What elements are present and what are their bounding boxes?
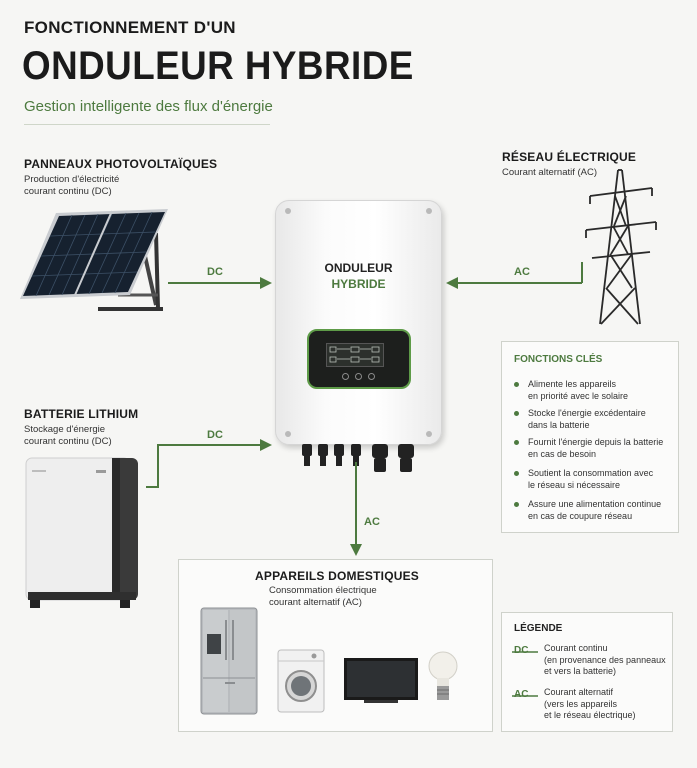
bullet-icon [514, 440, 519, 445]
refrigerator-icon [200, 607, 258, 715]
legend-ac-symbol: AC [512, 689, 538, 700]
appliances-box: APPAREILS DOMESTIQUES Consommation élect… [178, 559, 493, 732]
screw-icon [426, 208, 432, 214]
grid-title: RÉSEAU ÉLECTRIQUE [502, 150, 637, 164]
page-subtitle: Gestion intelligente des flux d'énergie [24, 98, 273, 115]
power-pylon-icon [585, 169, 657, 325]
appliances-desc-2: courant alternatif (AC) [269, 597, 362, 608]
legend-title: LÉGENDE [514, 623, 563, 634]
bullet-icon [514, 502, 519, 507]
battery-desc-1: Stockage d'énergie [24, 424, 106, 435]
grid-desc-1: Courant alternatif (AC) [502, 167, 598, 178]
legend-ac-text: Courant alternatif (vers les appareils e… [544, 687, 636, 720]
appliances-title: APPAREILS DOMESTIQUES [255, 569, 419, 583]
legend-dc-text: Courant continu (en provenance des panne… [544, 643, 666, 676]
solar-panel-icon [20, 209, 168, 311]
solar-desc-2: courant continu (DC) [24, 186, 112, 197]
appliances-desc-1: Consommation électrique [269, 585, 377, 596]
menu-button[interactable] [342, 373, 349, 380]
key-functions-title: FONCTIONS CLÉS [514, 354, 603, 365]
washing-machine-icon [277, 649, 325, 713]
screw-icon [285, 208, 291, 214]
up-button[interactable] [355, 373, 362, 380]
inverter-display [307, 329, 411, 389]
hybrid-inverter: ONDULEUR HYBRIDE [275, 200, 442, 445]
battery-title: BATTERIE LITHIUM [24, 407, 139, 421]
legend-dc-symbol: DC [512, 645, 538, 656]
battery-desc-2: courant continu (DC) [24, 436, 112, 447]
header-kicker: FONCTIONNEMENT D'UN [24, 18, 236, 37]
screw-icon [285, 431, 291, 437]
inverter-sublabel: HYBRIDE [331, 277, 386, 291]
bullet-icon [514, 382, 519, 387]
legend-box: LÉGENDE DC Courant continu (en provenanc… [501, 612, 673, 732]
flow-label-battery: DC [207, 429, 223, 441]
television-icon [344, 658, 418, 703]
bullet-icon [514, 411, 519, 416]
page-title: ONDULEUR HYBRIDE [22, 44, 414, 88]
lithium-battery-icon [25, 457, 138, 608]
solar-title: PANNEAUX PHOTOVOLTAÏQUES [24, 157, 218, 171]
flow-label-grid: AC [514, 266, 530, 278]
solar-desc-1: Production d'électricité [24, 174, 120, 185]
connector-ports-icon [302, 444, 414, 472]
title-divider [24, 124, 270, 125]
lcd-screen [326, 343, 384, 367]
light-bulb-icon [428, 651, 458, 700]
screw-icon [426, 431, 432, 437]
flow-label-solar: DC [207, 266, 223, 278]
inverter-label: ONDULEUR [324, 261, 393, 275]
bullet-icon [514, 471, 519, 476]
flow-label-appliances: AC [364, 516, 380, 528]
enter-button[interactable] [368, 373, 375, 380]
